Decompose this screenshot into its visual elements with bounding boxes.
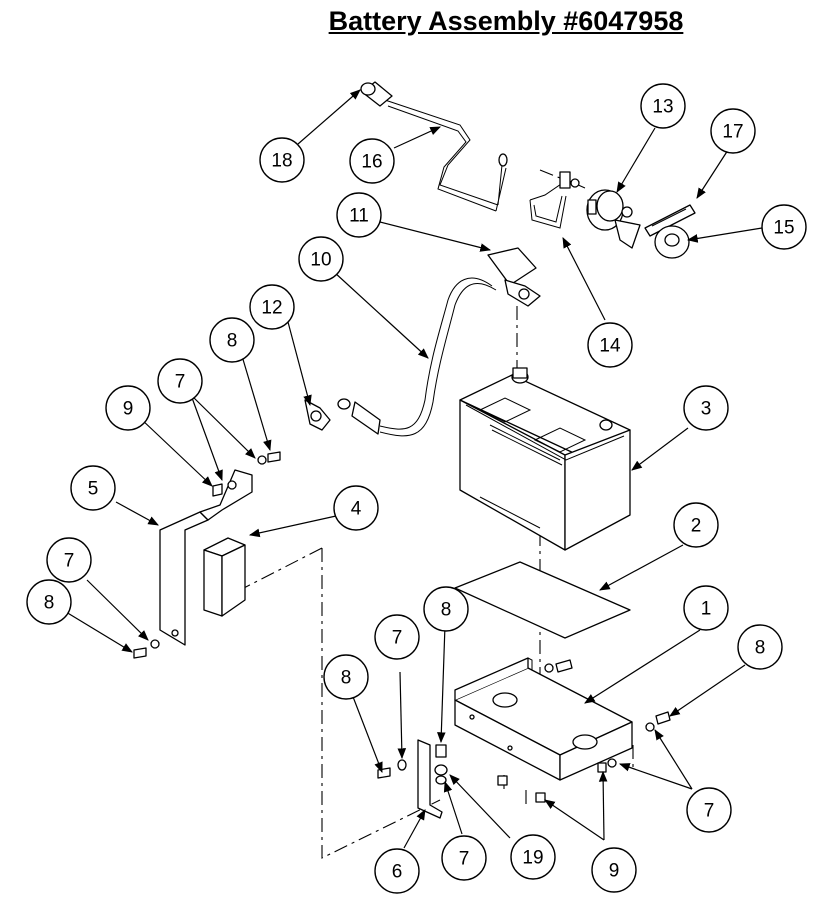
svg-text:7: 7 xyxy=(175,372,186,393)
svg-text:8: 8 xyxy=(441,600,452,621)
callout-9a: 9 xyxy=(105,385,151,431)
callout-17: 17 xyxy=(710,108,756,154)
part-11-terminal-boot xyxy=(487,247,541,307)
part-15-mounting-nut xyxy=(654,225,690,259)
svg-text:12: 12 xyxy=(261,298,282,319)
callout-4: 4 xyxy=(333,485,379,531)
callout-18: 18 xyxy=(259,137,305,183)
svg-text:15: 15 xyxy=(773,218,794,239)
part-13-disconnect-switch xyxy=(586,189,641,249)
diagram-title: Battery Assembly #6047958 xyxy=(328,6,684,36)
svg-text:14: 14 xyxy=(599,336,621,357)
callout-15: 15 xyxy=(761,204,807,250)
callout-8e: 8 xyxy=(737,624,783,670)
svg-text:18: 18 xyxy=(271,151,292,172)
svg-text:3: 3 xyxy=(701,399,712,420)
part-14-switch-cable xyxy=(529,171,586,229)
svg-text:8: 8 xyxy=(44,593,55,614)
svg-text:9: 9 xyxy=(123,399,134,420)
callout-10: 10 xyxy=(298,236,344,282)
svg-text:19: 19 xyxy=(522,848,543,869)
svg-text:8: 8 xyxy=(341,668,352,689)
callout-13: 13 xyxy=(640,83,686,129)
callout-8a: 8 xyxy=(26,579,72,625)
svg-text:11: 11 xyxy=(349,206,369,227)
part-3-battery xyxy=(459,367,631,551)
part-17-label-plate xyxy=(644,204,696,237)
callout-16: 16 xyxy=(349,138,395,184)
leader-lines xyxy=(65,89,763,849)
callout-5: 5 xyxy=(70,465,116,511)
part-18-terminal-boot xyxy=(360,81,393,107)
callout-8c: 8 xyxy=(323,654,369,700)
part-4-foam-block xyxy=(203,537,246,617)
part-10-battery-cable xyxy=(337,277,497,437)
callout-bubbles: 1 2 3 4 5 6 7 7 7 7 7 8 8 8 8 8 xyxy=(26,83,807,894)
callout-9b: 9 xyxy=(591,847,637,893)
svg-text:7: 7 xyxy=(459,849,470,870)
svg-text:9: 9 xyxy=(609,861,620,882)
svg-text:1: 1 xyxy=(701,599,712,620)
callout-14: 14 xyxy=(587,322,633,368)
svg-text:16: 16 xyxy=(361,152,382,173)
callout-2: 2 xyxy=(673,502,719,548)
svg-text:17: 17 xyxy=(722,122,743,143)
callout-3: 3 xyxy=(683,385,729,431)
callout-19: 19 xyxy=(510,834,556,880)
callout-8b: 8 xyxy=(209,317,255,363)
callout-11: 11 xyxy=(336,192,382,238)
callout-7e: 7 xyxy=(686,787,732,833)
part-2-battery-pad xyxy=(454,561,631,639)
svg-text:8: 8 xyxy=(755,638,766,659)
callout-6: 6 xyxy=(374,848,420,894)
callout-7c: 7 xyxy=(374,614,420,660)
part-16-positive-cable xyxy=(384,99,508,212)
callout-7b: 7 xyxy=(157,358,203,404)
svg-text:10: 10 xyxy=(310,250,331,271)
svg-text:6: 6 xyxy=(392,862,403,883)
svg-text:7: 7 xyxy=(704,801,715,822)
callout-1: 1 xyxy=(683,585,729,631)
part-6-tray-bracket xyxy=(417,739,443,819)
callout-7a: 7 xyxy=(46,537,92,583)
svg-text:13: 13 xyxy=(652,97,673,118)
callout-8d: 8 xyxy=(423,586,469,632)
svg-text:5: 5 xyxy=(88,479,99,500)
callout-7d: 7 xyxy=(441,835,487,881)
part-5-hold-down-bracket xyxy=(159,469,253,646)
svg-text:7: 7 xyxy=(392,628,403,649)
part-12-terminal-clamp xyxy=(304,399,331,431)
part-1-battery-tray xyxy=(454,657,633,781)
svg-text:2: 2 xyxy=(691,516,702,537)
svg-text:7: 7 xyxy=(64,551,75,572)
svg-text:8: 8 xyxy=(227,331,238,352)
hardware-fasteners xyxy=(133,451,671,803)
callout-12: 12 xyxy=(249,284,295,330)
svg-text:4: 4 xyxy=(351,499,362,520)
